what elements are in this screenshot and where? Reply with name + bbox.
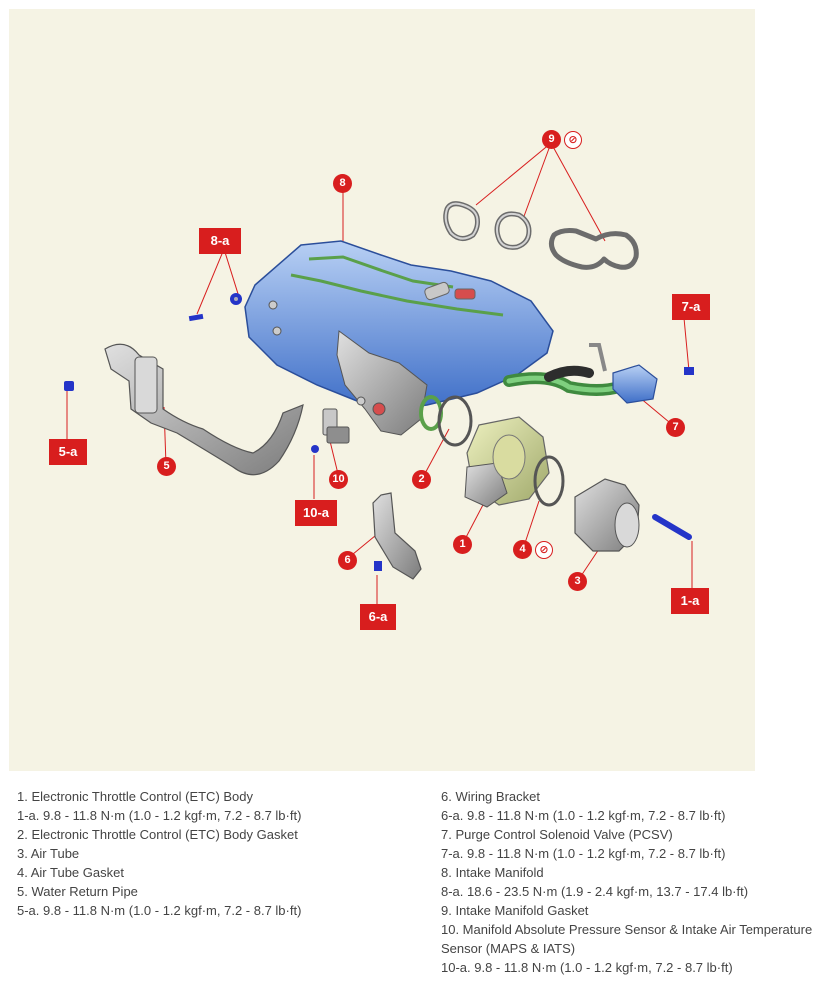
air-tube [574,478,640,552]
callout-6a: 6-a [360,604,396,630]
callout-9: 9 [542,130,561,149]
intake-manifold [244,240,554,436]
legend-right: 6. Wiring Bracket 6-a. 9.8 - 11.8 N·m (1… [441,787,836,977]
bolt-10a [311,445,319,453]
legend-item: 10. Manifold Absolute Pressure Sensor & … [441,922,813,956]
etc-body [464,416,550,508]
legend-item: 6-a. 9.8 - 11.8 N·m (1.0 - 1.2 kgf·m, 7.… [441,808,726,823]
legend-item: 4. Air Tube Gasket [17,865,124,880]
callout-8: 8 [333,174,352,193]
air-tube-gasket [533,455,565,507]
no-reuse-icon: ⊘ [564,131,582,149]
diagram-drawing [64,142,694,605]
map-sensor [322,408,350,444]
callout-4: 4 [513,540,532,559]
callout-10: 10 [329,470,348,489]
legend-item: 2. Electronic Throttle Control (ETC) Bod… [17,827,298,842]
legend-item: 7. Purge Control Solenoid Valve (PCSV) [441,827,673,842]
bolt-8a [188,293,242,322]
legend-item: 5-a. 9.8 - 11.8 N·m (1.0 - 1.2 kgf·m, 7.… [17,903,302,918]
callout-5: 5 [157,457,176,476]
legend-item: 9. Intake Manifold Gasket [441,903,589,918]
wiring-bracket [372,492,422,580]
legend-item: 10-a. 9.8 - 11.8 N·m (1.0 - 1.2 kgf·m, 7… [441,960,733,975]
water-return-pipe [104,343,304,476]
bolt-5a [64,381,74,391]
legend-item: 8-a. 18.6 - 23.5 N·m (1.9 - 2.4 kgf·m, 1… [441,884,749,899]
callout-5a: 5-a [49,439,87,465]
pcsv [503,343,658,404]
callout-3: 3 [568,572,587,591]
callout-8a: 8-a [199,228,241,254]
legend-item: 1. Electronic Throttle Control (ETC) Bod… [17,789,254,804]
legend-item: 1-a. 9.8 - 11.8 N·m (1.0 - 1.2 kgf·m, 7.… [17,808,302,823]
legend-item: 7-a. 9.8 - 11.8 N·m (1.0 - 1.2 kgf·m, 7.… [441,846,726,861]
legend-item: 5. Water Return Pipe [17,884,138,899]
callout-7a: 7-a [672,294,710,320]
callout-10a: 10-a [295,500,337,526]
legend-left: 1. Electronic Throttle Control (ETC) Bod… [17,787,417,920]
legend-item: 8. Intake Manifold [441,865,544,880]
callout-1a: 1-a [671,588,709,614]
exploded-diagram: 8-a 7-a 5-a 10-a 6-a 1-a 9 ⊘ 8 7 5 2 10 … [9,9,755,771]
bolt-7a [684,367,694,375]
callout-7: 7 [666,418,685,437]
callout-2: 2 [412,470,431,489]
callout-6: 6 [338,551,357,570]
legend-item: 6. Wiring Bracket [441,789,540,804]
bolt-6a [374,561,382,571]
callout-1: 1 [453,535,472,554]
no-reuse-icon: ⊘ [535,541,553,559]
bolt-1a [652,514,692,540]
legend-item: 3. Air Tube [17,846,80,861]
etc-body-gasket [437,395,473,447]
